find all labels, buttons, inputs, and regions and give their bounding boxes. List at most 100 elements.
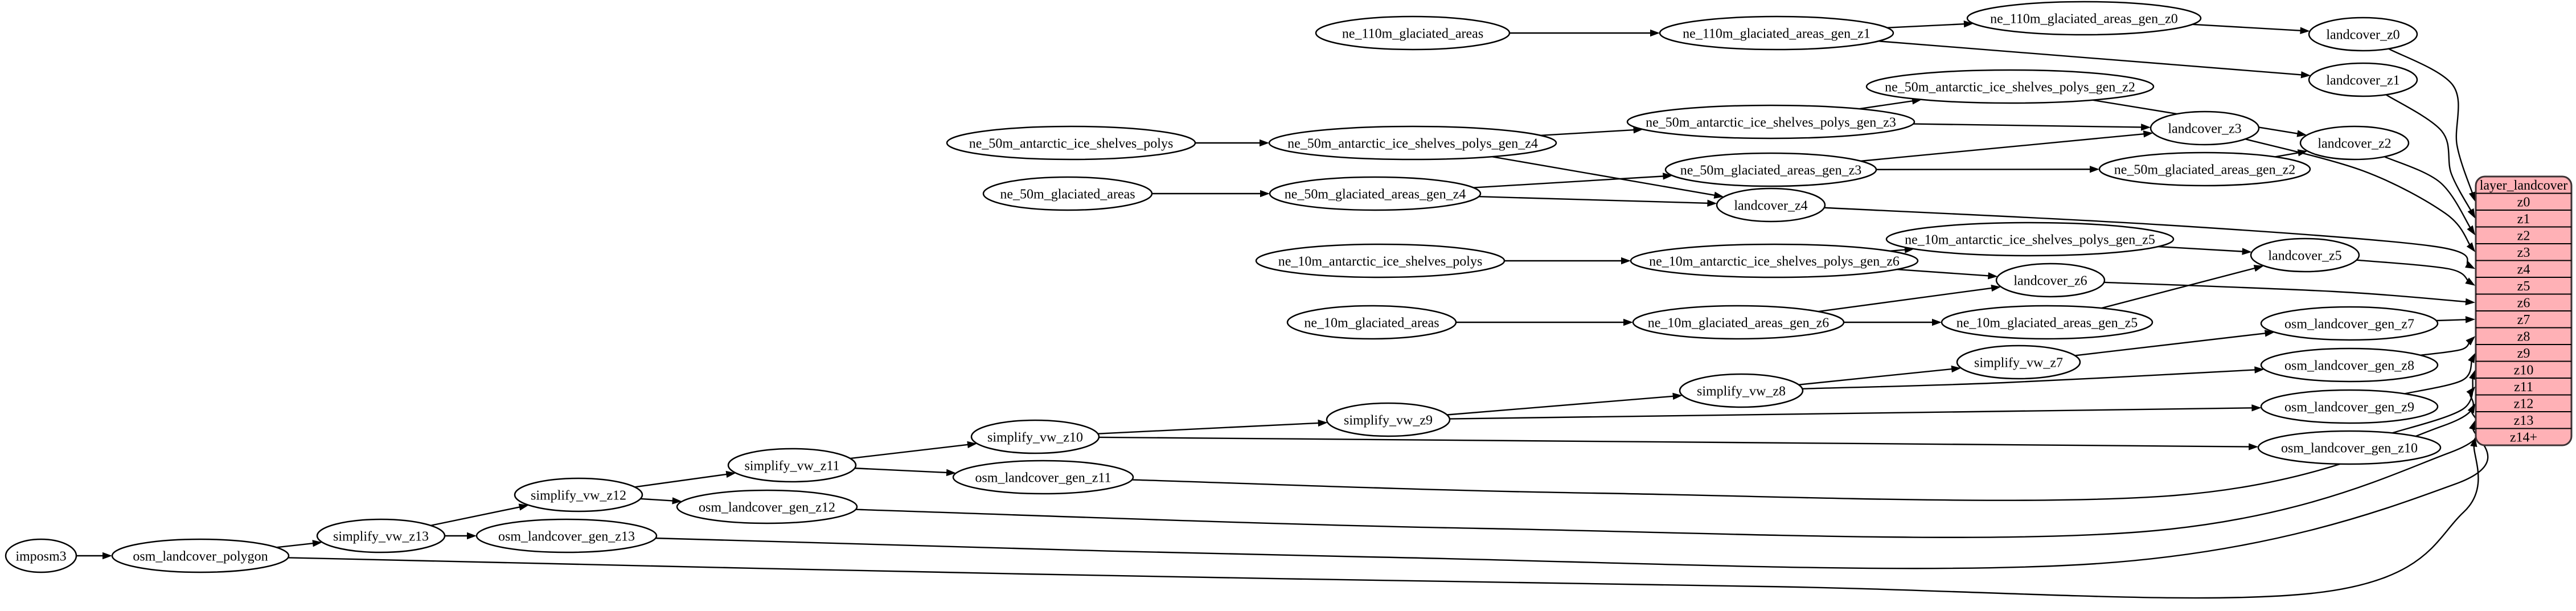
edge-landcover_z2-to-layer_landcover-z2 [2384,156,2475,236]
node-label-ne_10m_glaciated_areas: ne_10m_glaciated_areas [1304,315,1439,330]
edge-osm_landcover_gen_z10-to-layer_landcover-z10 [2392,370,2476,434]
edge-simplify_vw_z12-to-osm_landcover_gen_z12 [640,497,682,505]
node-label-simplify_vw_z12: simplify_vw_z12 [531,488,626,503]
arrowhead-icon [2264,330,2275,337]
node-layer: imposm3 osm_landcover_polygon simplify_vw_… [5,1,2442,573]
arrowhead-icon [2089,166,2100,173]
arrowhead-icon [2465,316,2475,323]
arrowhead-icon [1663,173,1673,180]
arrowhead-icon [1623,318,1633,326]
arrowhead-icon [1713,191,1724,199]
edge-simplify_vw_z10-to-simplify_vw_z9 [1098,419,1328,434]
node-label-landcover_z1: landcover_z1 [2326,73,2399,88]
table-row-z0: z0 [2517,195,2530,210]
node-label-ne_50m_antarctic_ice_shelves_polys_gen_z2: ne_50m_antarctic_ice_shelves_polys_gen_z… [1885,80,2135,95]
node-imposm3: imposm3 [5,538,77,573]
node-landcover_z4: landcover_z4 [1716,187,1826,223]
table-row-z14plus: z14+ [2510,430,2537,445]
edge-simplify_vw_z8-to-simplify_vw_z7 [1798,365,1962,386]
edge-ne_10m_glaciated_areas_gen_z5-to-landcover_z5 [2101,265,2264,309]
node-label-ne_50m_glaciated_areas_gen_z3: ne_50m_glaciated_areas_gen_z3 [1680,163,1862,178]
arrowhead-icon [2251,404,2262,412]
table-row-z11: z11 [2514,380,2533,395]
arrowhead-icon [2466,242,2475,252]
node-label-ne_50m_glaciated_areas_gen_z2: ne_50m_glaciated_areas_gen_z2 [2114,162,2296,177]
node-simplify_vw_z11: simplify_vw_z11 [727,448,857,483]
arrowhead-icon [1707,199,1717,207]
edge-ne_50m_antarctic_ice_shelves_polys-to-ne_50m_antarctic_ice_shelves_polys_gen_z4 [1195,139,1269,147]
node-label-ne_10m_antarctic_ice_shelves_polys_gen_z5: ne_10m_antarctic_ice_shelves_polys_gen_z… [1905,232,2155,247]
edge-ne_50m_glaciated_areas_gen_z3-to-landcover_z3 [1860,130,2153,162]
arrowhead-icon [2465,261,2475,269]
table-row-z9: z9 [2517,346,2530,361]
arrowhead-icon [967,441,977,449]
edge-ne_110m_glaciated_areas_gen_z0-to-landcover_z0 [2192,23,2310,34]
arrowhead-icon [1260,139,1269,147]
edge-simplify_vw_z8-to-osm_landcover_gen_z8 [1802,366,2265,389]
node-ne_110m_glaciated_areas_gen_z0: ne_110m_glaciated_areas_gen_z0 [1966,1,2202,36]
edge-osm_landcover_gen_z7-to-layer_landcover-z7 [2436,316,2475,323]
edge-simplify_vw_z13-to-osm_landcover_gen_z13 [445,532,477,540]
arrowhead-icon [312,540,322,547]
node-label-ne_110m_glaciated_areas_gen_z1: ne_110m_glaciated_areas_gen_z1 [1683,26,1871,41]
edge-ne_110m_glaciated_areas_gen_z1-to-ne_110m_glaciated_areas_gen_z0 [1887,20,1974,28]
node-ne_10m_glaciated_areas_gen_z6: ne_10m_glaciated_areas_gen_z6 [1632,305,1845,340]
node-label-osm_landcover_gen_z10: osm_landcover_gen_z10 [2281,441,2418,456]
edge-simplify_vw_z13-to-simplify_vw_z12 [430,503,529,527]
arrowhead-icon [2467,403,2475,414]
node-landcover_z2: landcover_z2 [2299,125,2410,161]
edge-simplify_vw_z10-to-osm_landcover_gen_z10 [1098,436,2259,450]
node-landcover_z0: landcover_z0 [2308,17,2418,52]
table-row-z3: z3 [2517,245,2530,260]
node-ne_110m_glaciated_areas_gen_z1: ne_110m_glaciated_areas_gen_z1 [1659,15,1894,51]
node-label-imposm3: imposm3 [15,549,66,564]
arrowhead-icon [2467,208,2475,219]
node-label-osm_landcover_gen_z9: osm_landcover_gen_z9 [2284,400,2414,415]
edge-ne_50m_antarctic_ice_shelves_polys_gen_z3-to-landcover_z3 [1913,123,2151,131]
node-label-ne_110m_glaciated_areas: ne_110m_glaciated_areas [1342,26,1483,41]
node-label-landcover_z4: landcover_z4 [1734,198,1807,213]
arrowhead-icon [2466,386,2475,396]
node-label-simplify_vw_z10: simplify_vw_z10 [987,430,1083,445]
node-landcover_z1: landcover_z1 [2308,62,2418,97]
node-simplify_vw_z8: simplify_vw_z8 [1679,373,1804,408]
arrowhead-icon [2468,191,2476,202]
node-label-ne_50m_antarctic_ice_shelves_polys_gen_z4: ne_50m_antarctic_ice_shelves_polys_gen_z… [1287,136,1538,151]
arrowhead-icon [467,532,477,540]
arrowhead-icon [2465,298,2475,306]
table-row-z2: z2 [2517,229,2530,244]
edge-ne_10m_glaciated_areas-to-ne_10m_glaciated_areas_gen_z6 [1456,318,1633,326]
arrowhead-icon [2300,27,2310,34]
edge-ne_50m_antarctic_ice_shelves_polys_gen_z4-to-ne_50m_antarctic_ice_shelves_polys_gen_z3 [1540,126,1643,136]
edge-ne_10m_glaciated_areas_gen_z6-to-landcover_z6 [1818,284,2001,313]
node-label-ne_10m_glaciated_areas_gen_z5: ne_10m_glaciated_areas_gen_z5 [1956,315,2138,330]
arrowhead-icon [2143,130,2153,138]
node-ne_50m_glaciated_areas_gen_z3: ne_50m_glaciated_areas_gen_z3 [1664,152,1877,187]
edge-landcover_z6-to-layer_landcover-z6 [2104,281,2475,306]
node-label-landcover_z0: landcover_z0 [2326,27,2399,42]
node-ne_110m_glaciated_areas: ne_110m_glaciated_areas [1315,15,1511,51]
arrowhead-icon [1318,419,1328,427]
node-label-simplify_vw_z11: simplify_vw_z11 [744,458,839,473]
node-osm_landcover_gen_z9: osm_landcover_gen_z9 [2260,389,2439,424]
node-osm_landcover_gen_z13: osm_landcover_gen_z13 [475,518,658,553]
arrowhead-icon [2468,352,2475,363]
edge-ne_50m_glaciated_areas_gen_z3-to-ne_50m_glaciated_areas_gen_z2 [1876,166,2100,173]
arrowhead-icon [2254,366,2265,374]
arrowhead-icon [1951,365,1962,373]
arrowhead-icon [2253,265,2264,272]
arrowhead-icon [2249,443,2259,450]
node-label-osm_landcover_polygon: osm_landcover_polygon [133,549,268,564]
edge-simplify_vw_z9-to-simplify_vw_z8 [1447,392,1683,416]
table-row-z7: z7 [2517,313,2530,327]
arrowhead-icon [1988,272,1998,280]
node-simplify_vw_z9: simplify_vw_z9 [1326,402,1451,437]
edge-ne_110m_glaciated_areas_gen_z1-to-landcover_z1 [1878,40,2311,79]
node-label-ne_50m_glaciated_areas: ne_50m_glaciated_areas [1000,187,1135,202]
node-ne_50m_antarctic_ice_shelves_polys_gen_z2: ne_50m_antarctic_ice_shelves_polys_gen_z… [1865,69,2155,104]
node-osm_landcover_polygon: osm_landcover_polygon [111,538,290,573]
edge-ne_10m_glaciated_areas_gen_z6-to-ne_10m_glaciated_areas_gen_z5 [1844,318,1942,326]
node-label-osm_landcover_gen_z8: osm_landcover_gen_z8 [2284,358,2414,373]
node-label-ne_10m_antarctic_ice_shelves_polys: ne_10m_antarctic_ice_shelves_polys [1278,254,1483,269]
